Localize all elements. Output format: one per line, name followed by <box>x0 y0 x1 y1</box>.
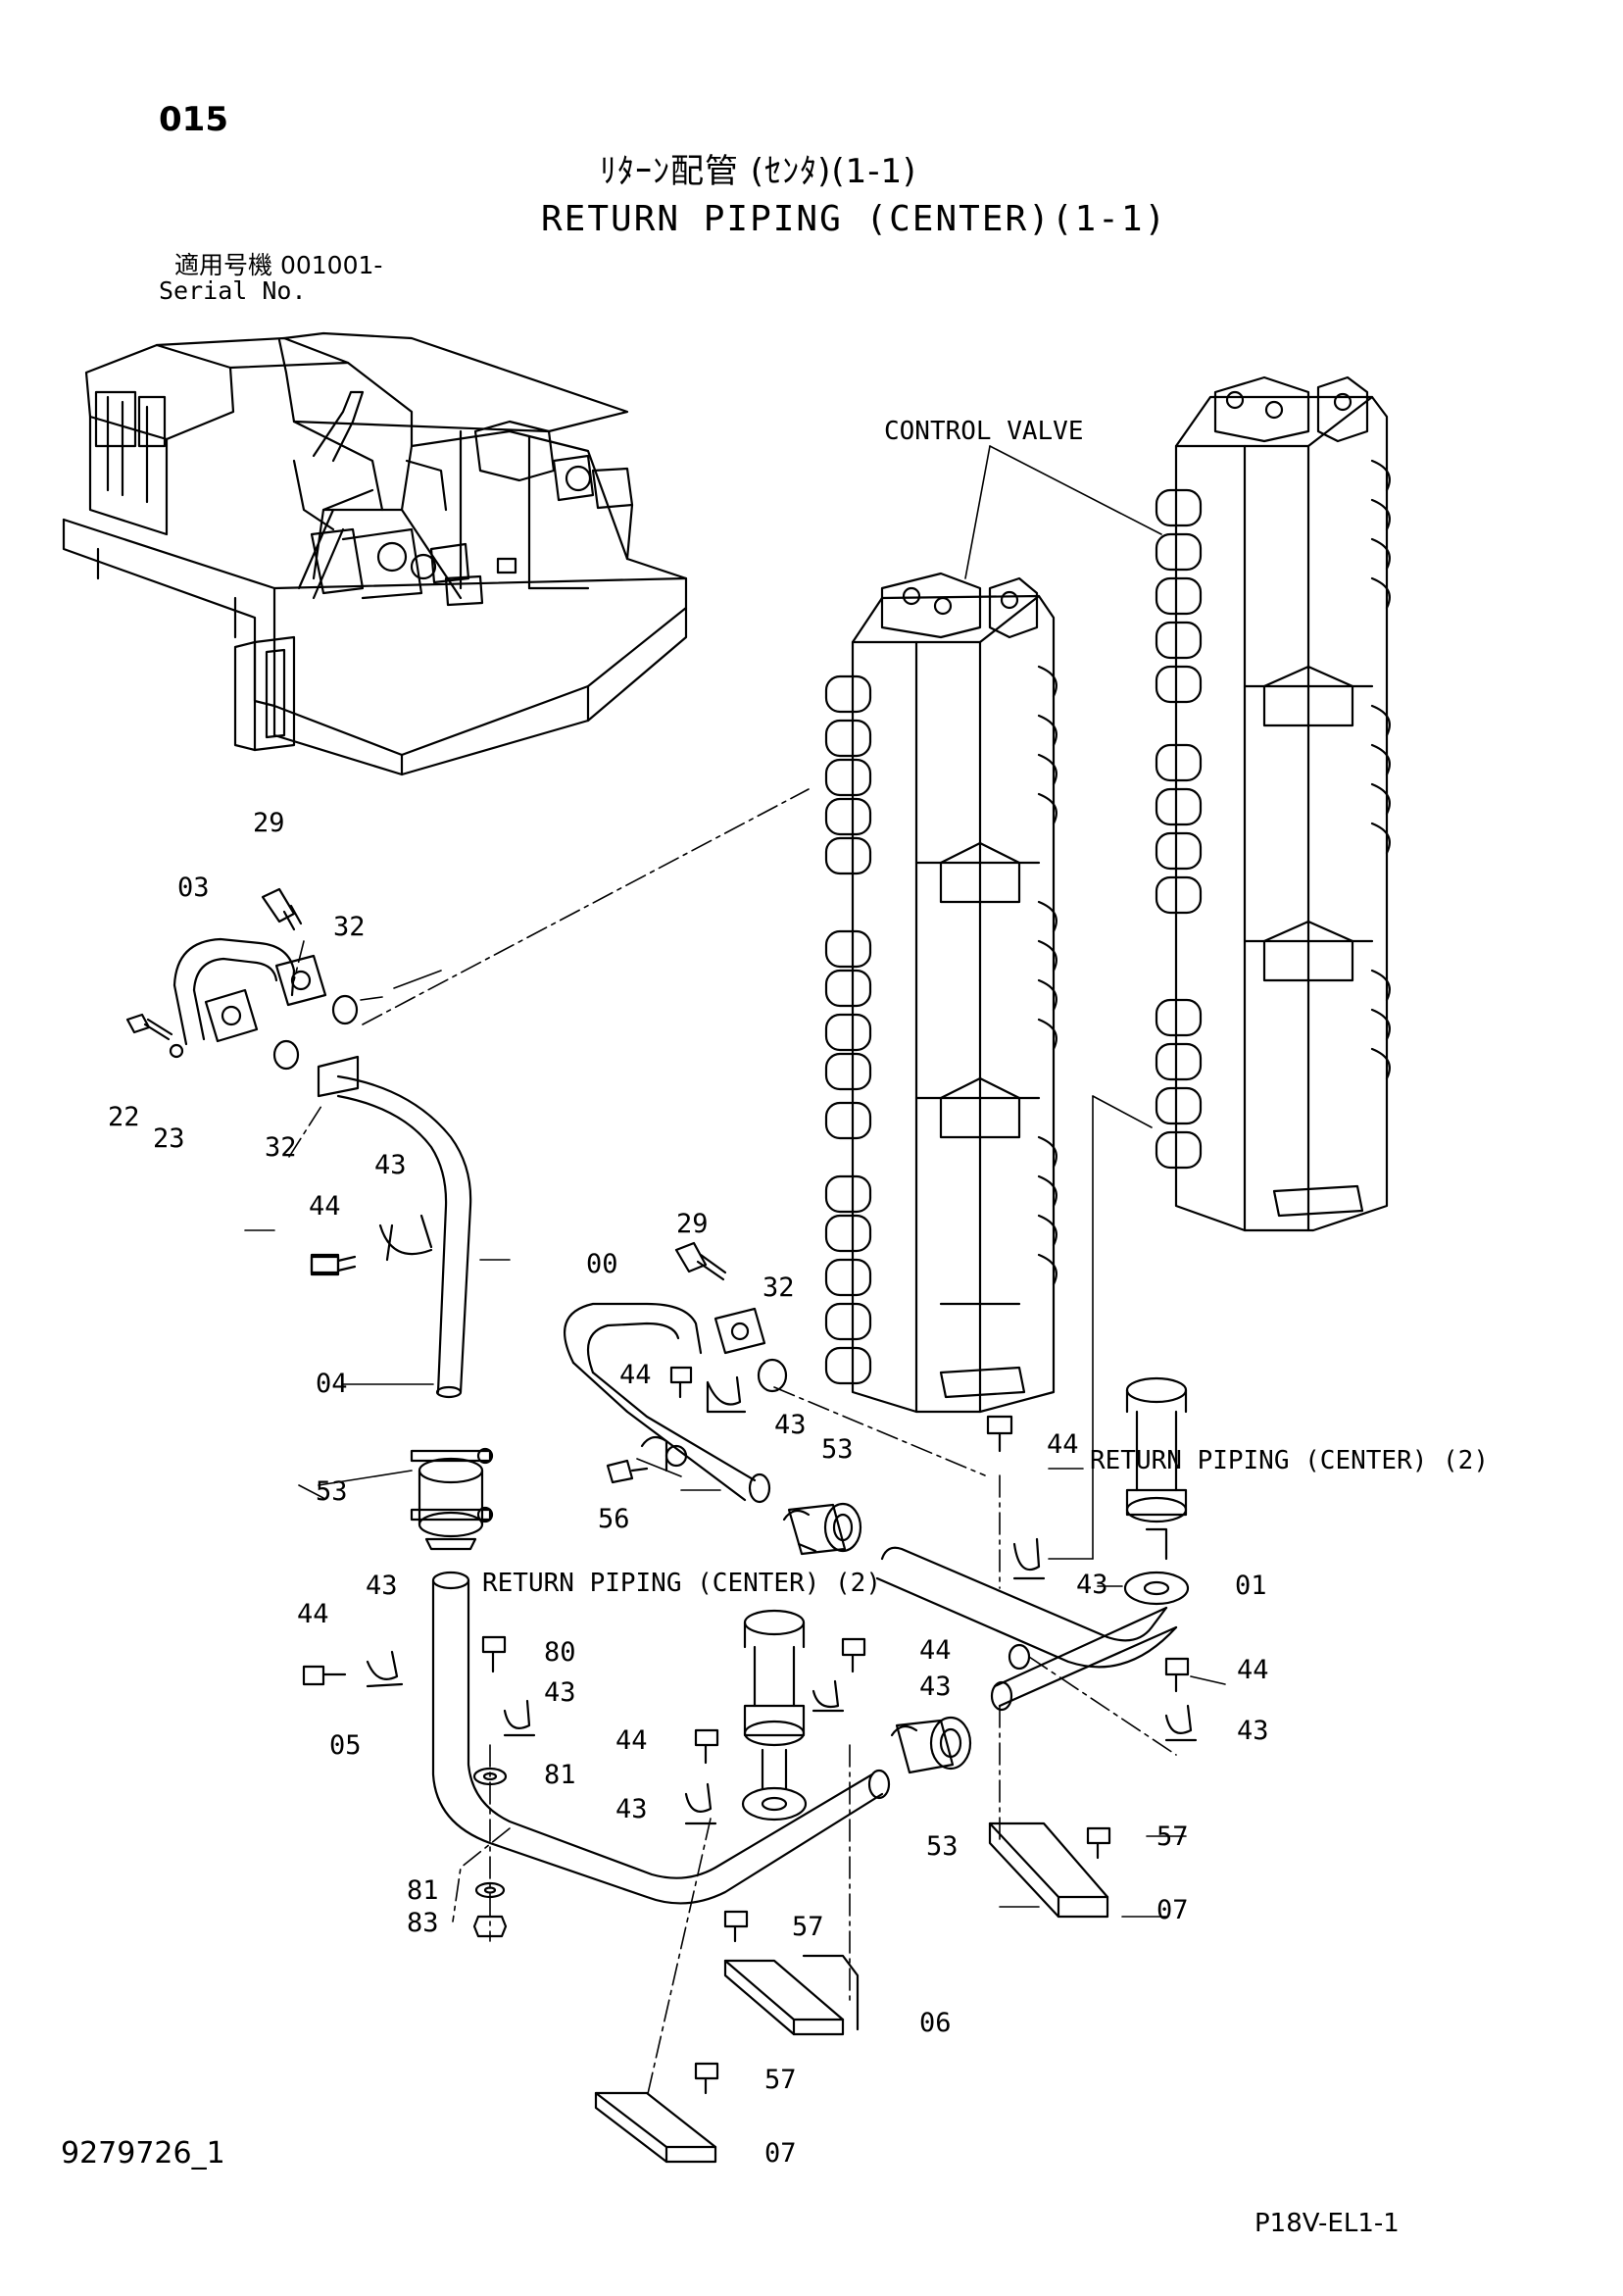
reference-note-right: RETURN PIPING (CENTER) (2) <box>1090 1446 1489 1475</box>
part-callout: 32 <box>333 912 366 942</box>
control-valve-a-drawing <box>824 572 1057 1414</box>
machine-overview-drawing <box>62 331 688 776</box>
part-callout: 32 <box>265 1132 297 1163</box>
leader-lines <box>244 445 1226 1918</box>
part-callout: 81 <box>544 1760 576 1790</box>
serial-label-english: Serial No. <box>159 276 307 305</box>
bracket-07-right <box>988 1822 1109 1919</box>
part-callout: 07 <box>1156 1895 1189 1925</box>
part-callout: 43 <box>919 1672 952 1702</box>
part-callout: 29 <box>253 808 285 838</box>
bracket-07-bottom <box>594 2091 717 2164</box>
part-callout: 44 <box>309 1191 341 1222</box>
part-callout: 80 <box>544 1637 576 1668</box>
flange-pipe-01-assembly <box>875 1376 1190 1712</box>
part-callout: 57 <box>1156 1822 1189 1852</box>
part-callout: 04 <box>316 1369 348 1399</box>
part-callout: 44 <box>919 1635 952 1666</box>
part-callout: 44 <box>1047 1429 1079 1460</box>
part-callout: 44 <box>615 1725 648 1756</box>
part-callout: 56 <box>598 1504 630 1534</box>
valve-a-spools-right <box>1037 665 1057 1286</box>
reference-note-left: RETURN PIPING (CENTER) (2) <box>482 1569 881 1598</box>
part-callout: 43 <box>544 1677 576 1708</box>
part-callout: 43 <box>366 1571 398 1601</box>
title-english: RETURN PIPING (CENTER)(1-1) <box>541 199 1168 239</box>
valve-b-spools-left <box>1155 488 1203 1170</box>
part-callout: 43 <box>774 1410 807 1440</box>
part-callout: 53 <box>926 1831 959 1862</box>
pipe-04 <box>310 1055 472 1399</box>
part-callout: 43 <box>1237 1716 1269 1746</box>
part-callout: 83 <box>407 1908 439 1938</box>
serial-label-japanese: 適用号機 001001- <box>174 251 383 279</box>
part-callout: 32 <box>762 1273 795 1303</box>
valve-b-spools-right <box>1370 459 1391 1080</box>
part-callout: 81 <box>407 1875 439 1906</box>
part-callout: 43 <box>1076 1570 1108 1600</box>
part-callout: 00 <box>586 1249 618 1279</box>
part-callout: 57 <box>792 1912 824 1942</box>
clamp-53-middle <box>782 1502 862 1556</box>
page-number: 015 <box>159 100 228 139</box>
control-valve-note: CONTROL VALVE <box>884 417 1084 446</box>
part-callout: 07 <box>764 2138 797 2169</box>
part-callout: 06 <box>919 2008 952 2038</box>
part-callout: 43 <box>615 1794 648 1824</box>
pipe-00-assembly <box>564 1241 788 1504</box>
part-callout: 44 <box>297 1599 329 1629</box>
valve-a-spools-left <box>824 674 872 1385</box>
bracket-06 <box>723 1954 860 2036</box>
part-callout: 03 <box>177 873 210 903</box>
part-callout: 43 <box>374 1150 407 1180</box>
part-callout: 05 <box>329 1730 362 1761</box>
part-callout: 53 <box>821 1434 854 1465</box>
part-callout: 29 <box>676 1209 709 1239</box>
clamp-53-lower <box>890 1716 972 1774</box>
flange-pipe-lower <box>741 1609 808 1822</box>
drawing-number: 9279726_1 <box>61 2136 225 2171</box>
part-callout: 23 <box>153 1123 185 1154</box>
part-callout: 57 <box>764 2065 797 2095</box>
pipe-05 <box>431 1571 891 1905</box>
clamp-53-upper <box>410 1447 494 1551</box>
sheet-identifier: P18V-EL1-1 <box>1254 2209 1400 2238</box>
title-japanese: ﾘﾀｰﾝ配管 (ｾﾝﾀ)(1-1) <box>600 152 917 191</box>
part-callout: 44 <box>1237 1655 1269 1685</box>
pipe-03-assembly <box>125 887 359 1071</box>
fasteners <box>302 1253 1198 2095</box>
part-callout: 53 <box>316 1476 348 1507</box>
part-callout: 22 <box>108 1102 140 1132</box>
control-valve-b-drawing <box>1155 375 1391 1232</box>
part-callout: 01 <box>1235 1571 1267 1601</box>
part-callout: 44 <box>619 1360 652 1390</box>
